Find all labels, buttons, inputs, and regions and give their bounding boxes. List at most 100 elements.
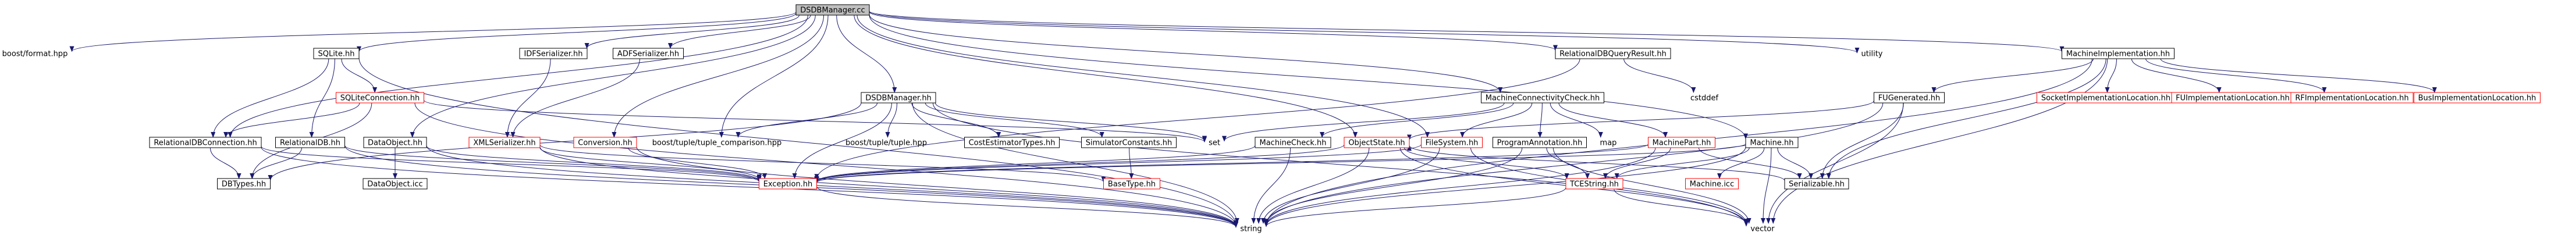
edge-filesystem-hh-to-exception-hh (814, 144, 1422, 183)
edge-machineimplementation-hh-to-vector (1771, 58, 2108, 224)
node-label: cstddef (1690, 94, 1719, 103)
node-machine-icc[interactable]: Machine.icc (1685, 178, 1739, 190)
node-conversion-hh[interactable]: Conversion.hh (573, 137, 637, 148)
edge-machine-hh-to-vector (1761, 147, 1772, 224)
node-machineimplementation-hh[interactable]: MachineImplementation.hh (2062, 48, 2175, 59)
node-label: RelationalDBConnection.hh (154, 139, 257, 148)
node-boost-format[interactable]: boost/format.hpp (0, 48, 72, 59)
node-box (217, 178, 271, 190)
edge-dsdbmanager-hh-to-boost-tuple (885, 102, 897, 138)
edge-relationaldb-hh-to-dbtypes-hh (250, 147, 302, 179)
edge-dsdbmanager-hh-to-dbtypes-hh (268, 102, 862, 181)
node-label: RFImplementationLocation.hh (2295, 94, 2408, 103)
node-box (1081, 137, 1177, 148)
node-cstddef[interactable]: cstddef (1686, 92, 1723, 103)
node-utility[interactable]: utility (1857, 48, 1887, 59)
node-boost-tuple[interactable]: boost/tuple/tuple.hpp (841, 137, 932, 148)
node-relationaldb-hh[interactable]: RelationalDB.hh (275, 137, 345, 148)
node-objectstate-hh[interactable]: ObjectState.hh (1344, 137, 1410, 148)
node-machineconnectivitycheck-hh[interactable]: MachineConnectivityCheck.hh (1481, 92, 1604, 104)
node-costestimatortypes-hh[interactable]: CostEstimatorTypes.hh (964, 137, 1060, 148)
node-serializable-hh[interactable]: Serializable.hh (1784, 178, 1849, 190)
node-exception-hh[interactable]: Exception.hh (759, 178, 817, 190)
node-programannotation-hh[interactable]: ProgramAnnotation.hh (1493, 137, 1587, 148)
node-adfserializer-hh[interactable]: ADFSerializer.hh (613, 48, 684, 59)
node-fuimplementationlocation-hh[interactable]: FUImplementationLocation.hh (2171, 92, 2294, 104)
node-fugenerated-hh[interactable]: FUGenerated.hh (1874, 92, 1945, 104)
edge-objectstate-hh-to-string (1256, 147, 1370, 224)
node-box (2062, 48, 2175, 59)
edge-dsdbmanager-hh-to-string (912, 102, 1239, 224)
node-dataobject-icc[interactable]: DataObject.icc (363, 178, 428, 190)
edge-dsdbmanager-cc-to-relationaldbqueryresult-hh (869, 12, 1558, 51)
edge-sqlite-hh-to-relationaldb-hh (309, 58, 335, 138)
edge-relationaldbqueryresult-hh-to-exception-hh (814, 58, 1580, 180)
node-xmlserializer-hh[interactable]: XMLSerializer.hh (468, 137, 541, 148)
node-label: IDFSerializer.hh (524, 50, 582, 59)
node-label: SimulatorConstants.hh (1086, 139, 1172, 148)
node-simulatorconstants-hh[interactable]: SimulatorConstants.hh (1081, 137, 1177, 148)
node-basetype-hh[interactable]: BaseType.hh (1103, 178, 1160, 190)
node-relationaldbconnection-hh[interactable]: RelationalDBConnection.hh (149, 137, 262, 148)
node-idfserializer-hh[interactable]: IDFSerializer.hh (519, 48, 588, 59)
node-box (363, 178, 428, 190)
node-label: Machine.icc (1690, 180, 1734, 189)
node-dataobject-hh[interactable]: DataObject.hh (363, 137, 427, 148)
edge-programannotation-hh-to-string (1264, 147, 1523, 225)
node-label: FileSystem.hh (1426, 139, 1479, 148)
edge-machinepart-hh-to-exception-hh (814, 144, 1648, 183)
node-label: MachinePart.hh (1653, 139, 1711, 148)
node-box (861, 92, 936, 104)
edge-relationaldbconnection-hh-to-dbtypes-hh (209, 147, 241, 179)
edge-machinecheck-hh-to-string (1251, 147, 1291, 224)
edge-sqliteconnection-hh-to-string (414, 102, 1238, 227)
node-relationaldbqueryresult-hh[interactable]: RelationalDBQueryResult.hh (1555, 48, 1671, 59)
edge-dsdbmanager-cc-to-relationaldbconnection-hh (228, 15, 808, 138)
node-sqlite-hh[interactable]: SQLite.hh (313, 48, 360, 59)
node-sqliteconnection-hh[interactable]: SQLiteConnection.hh (336, 92, 424, 104)
node-box (1493, 137, 1587, 148)
node-box (1685, 178, 1739, 190)
edge-relationaldbconnection-hh-to-exception-hh (261, 146, 762, 183)
node-dbtypes-hh[interactable]: DBTypes.hh (217, 178, 271, 190)
node-dsdbmanager-hh[interactable]: DSDBManager.hh (861, 92, 936, 104)
edge-machineconnectivitycheck-hh-to-machinepart-hh (1558, 102, 1668, 138)
edge-machineconnectivitycheck-hh-to-set (1222, 102, 1505, 142)
edge-dsdbmanager-hh-to-simulatorconstants-hh (925, 102, 1104, 138)
node-busimplementationlocation-hh[interactable]: BusImplementationLocation.hh (2414, 92, 2541, 104)
edge-sqlite-hh-to-sqliteconnection-hh (341, 58, 378, 93)
node-label: Serializable.hh (1789, 180, 1845, 189)
edge-filesystem-hh-to-string (1261, 147, 1440, 224)
node-label: BusImplementationLocation.hh (2418, 94, 2536, 103)
edges-layer (69, 10, 2437, 228)
node-machinepart-hh[interactable]: MachinePart.hh (1648, 137, 1715, 148)
edge-machineimplementation-hh-to-busimplementationlocation-hh (2160, 58, 2437, 93)
node-filesystem-hh[interactable]: FileSystem.hh (1421, 137, 1483, 148)
node-set[interactable]: set (1204, 137, 1224, 148)
node-box (363, 137, 427, 148)
node-rfimplementationlocation-hh[interactable]: RFImplementationLocation.hh (2290, 92, 2414, 104)
node-label: XMLSerializer.hh (473, 139, 535, 148)
edge-sqlite-hh-to-string (358, 58, 1238, 226)
edge-dsdbmanager-cc-to-adfserializer-hh (668, 15, 811, 49)
node-box (964, 137, 1060, 148)
node-string[interactable]: string (1236, 223, 1266, 234)
node-boost-tuple-comparison[interactable]: boost/tuple/tuple_comparison.hpp (648, 137, 786, 148)
edge-relationaldbqueryresult-hh-to-cstddef (1623, 58, 1696, 93)
node-map[interactable]: map (1596, 137, 1621, 148)
node-label: string (1240, 225, 1262, 234)
node-box (1481, 92, 1604, 104)
node-label: map (1600, 139, 1617, 148)
node-label: RelationalDBQueryResult.hh (1559, 50, 1667, 59)
edge-fugenerated-hh-to-string (1264, 102, 1884, 226)
node-socketimplementationlocation-hh[interactable]: SocketImplementationLocation.hh (2037, 92, 2175, 104)
node-machinecheck-hh[interactable]: MachineCheck.hh (1255, 137, 1331, 148)
node-vector[interactable]: vector (1746, 223, 1779, 234)
edge-sqliteconnection-hh-to-relationaldbconnection-hh (223, 102, 360, 138)
node-box (1745, 137, 1799, 148)
edge-machine-hh-to-tcestring-hh (1614, 147, 1750, 179)
node-tcestring-hh[interactable]: TCEString.hh (1565, 178, 1623, 190)
node-machine-hh[interactable]: Machine.hh (1745, 137, 1799, 148)
edge-relationaldb-hh-to-exception-hh (344, 145, 762, 182)
